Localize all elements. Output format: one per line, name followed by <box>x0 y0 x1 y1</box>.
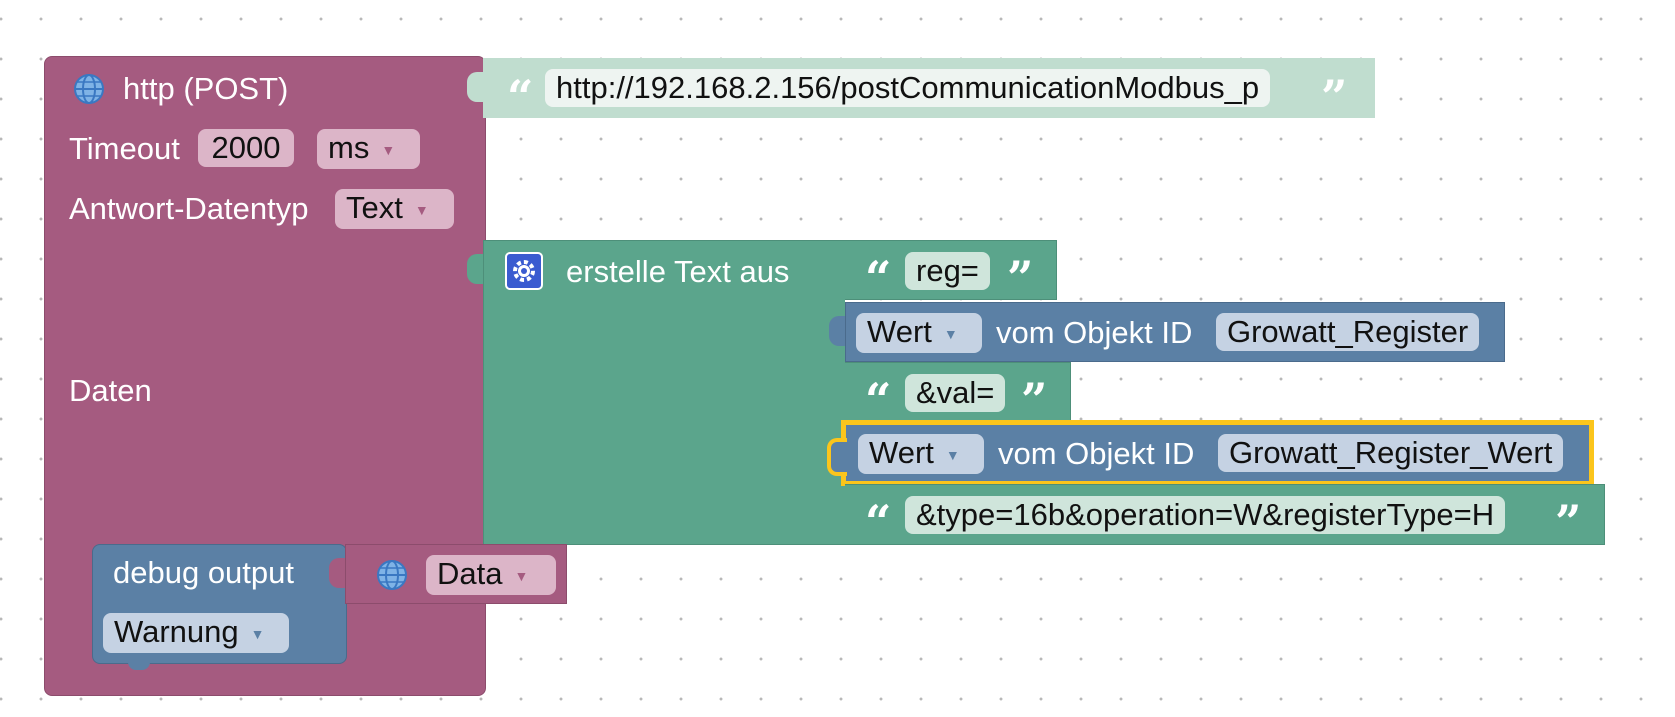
triangle-down-icon: ▼ <box>943 325 958 342</box>
http-block-title: http (POST) <box>123 71 289 106</box>
url-connector <box>467 72 483 102</box>
data-variable-dropdown[interactable]: Data ▼ <box>426 555 556 595</box>
debug-output-label: debug output <box>113 555 295 590</box>
object-id-field[interactable]: Growatt_Register <box>1216 313 1480 351</box>
text-block-val[interactable]: “ &val= ” <box>845 362 1071 427</box>
object-connector <box>829 316 845 346</box>
debug-output-block[interactable]: debug output Warnung ▼ <box>92 544 347 664</box>
triangle-down-icon: ▼ <box>381 141 396 158</box>
from-object-label: vom Objekt ID <box>996 315 1193 350</box>
property-dropdown[interactable]: Wert ▼ <box>858 434 984 474</box>
from-object-label: vom Objekt ID <box>998 436 1195 471</box>
text-input-type[interactable]: &type=16b&operation=W&registerType=H <box>905 496 1506 534</box>
globe-icon <box>376 559 408 591</box>
quote-close-icon: ” <box>1021 373 1048 427</box>
debug-next-connector <box>128 662 150 670</box>
quote-close-icon: ” <box>1007 251 1034 305</box>
quote-open-icon: “ <box>865 373 892 427</box>
quote-open-icon: “ <box>865 251 892 305</box>
timeout-input[interactable]: 2000 <box>198 129 294 167</box>
triangle-down-icon: ▼ <box>414 201 429 218</box>
data-variable-value: Data <box>437 556 503 591</box>
timeout-unit-value: ms <box>328 130 370 165</box>
quote-open-icon: “ <box>865 495 892 549</box>
property-value: Wert <box>867 314 932 349</box>
object-value-block-register[interactable]: Wert ▼ vom Objekt ID Growatt_Register <box>845 302 1505 362</box>
join-connector <box>467 254 483 284</box>
response-type-value: Text <box>346 190 403 225</box>
text-block-reg[interactable]: “ reg= ” <box>845 240 1057 305</box>
object-value-block-register-value[interactable]: Wert ▼ vom Objekt ID Growatt_Register_Wer… <box>841 420 1594 486</box>
timeout-label: Timeout <box>69 131 180 166</box>
url-input[interactable]: http://192.168.2.156/postCommunicationMo… <box>545 69 1271 107</box>
debug-level-value: Warnung <box>114 614 239 649</box>
triangle-down-icon: ▼ <box>250 625 265 642</box>
response-type-dropdown[interactable]: Text ▼ <box>335 189 454 229</box>
object-id-field[interactable]: Growatt_Register_Wert <box>1218 434 1564 472</box>
object-connector-selected <box>827 438 847 476</box>
gear-icon[interactable] <box>505 252 543 290</box>
data-variable-connector <box>329 558 345 588</box>
create-text-block[interactable] <box>483 240 845 545</box>
timeout-unit-dropdown[interactable]: ms ▼ <box>317 129 420 169</box>
text-input-reg[interactable]: reg= <box>905 252 990 290</box>
quote-close-icon: ” <box>1555 495 1582 549</box>
triangle-down-icon: ▼ <box>514 567 529 584</box>
property-dropdown[interactable]: Wert ▼ <box>856 313 982 353</box>
triangle-down-icon: ▼ <box>945 446 960 463</box>
text-block-type[interactable]: “ &type=16b&operation=W&registerType=H ” <box>845 484 1605 545</box>
quote-open-icon: “ <box>507 70 534 124</box>
data-variable-block[interactable]: Data ▼ <box>345 544 567 604</box>
quote-close-icon: ” <box>1321 70 1348 124</box>
create-text-label: erstelle Text aus <box>566 254 790 289</box>
globe-icon <box>73 73 105 105</box>
debug-level-dropdown[interactable]: Warnung ▼ <box>103 613 289 653</box>
url-text-block[interactable]: “ http://192.168.2.156/postCommunication… <box>483 58 1375 124</box>
text-input-val[interactable]: &val= <box>905 374 1006 412</box>
response-type-label: Antwort-Datentyp <box>69 191 309 226</box>
property-value: Wert <box>869 435 934 470</box>
data-label: Daten <box>69 373 152 408</box>
